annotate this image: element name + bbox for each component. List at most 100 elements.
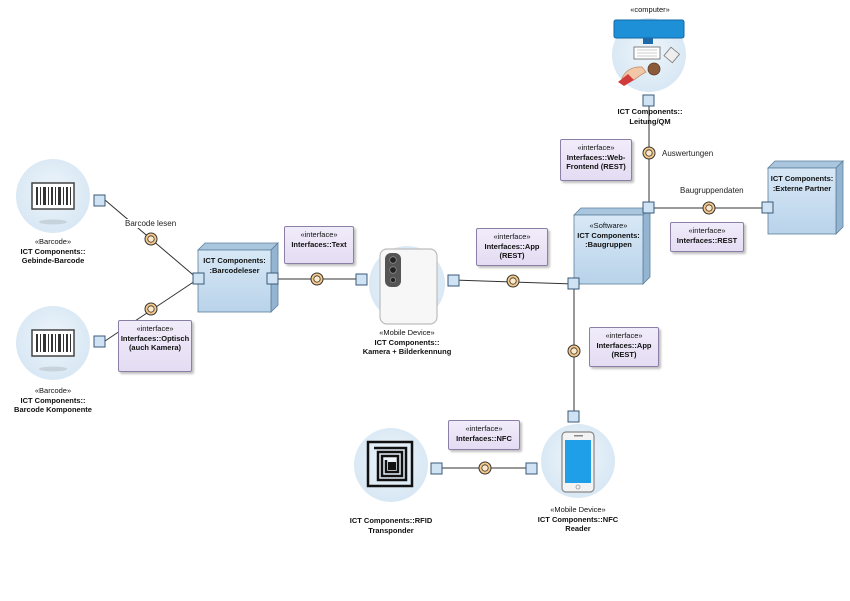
interface-name-cont: (REST) (499, 251, 525, 260)
interface-name-cont: (REST) (611, 350, 637, 359)
interface-name-cont: (auch Kamera) (128, 343, 182, 352)
node-name-cont: :Baugruppen (585, 240, 632, 249)
edge-label-auswertungen: Auswertungen (661, 149, 715, 158)
interface-stereotype: «interface» (605, 331, 643, 340)
node-externe-partner[interactable] (767, 160, 844, 235)
component-stereotype: «Barcode» (34, 386, 72, 395)
port-baugruppen-top (642, 201, 655, 214)
computer-icon (613, 19, 685, 86)
component-stereotype: «Mobile Device» (379, 328, 435, 337)
interface-stereotype: «interface» (136, 324, 174, 333)
port-mobile-left (355, 273, 368, 286)
port-nfc-left (525, 462, 538, 475)
interface-name: Interfaces::App (484, 241, 540, 251)
component-stereotype: «Barcode» (34, 237, 72, 246)
barcode-komponente-label: «Barcode» ICT Components:: Barcode Kompo… (3, 386, 103, 415)
component-mobile-camera[interactable] (369, 246, 445, 325)
component-barcode-komponente[interactable] (16, 306, 90, 380)
interface-name: Interfaces::Web- (566, 152, 626, 162)
edge-label-barcode-lesen: Barcode lesen (124, 219, 178, 228)
node-name: ICT Components: (770, 174, 834, 183)
component-leitung-qm[interactable] (612, 18, 686, 92)
lollipop-baugruppendaten (702, 201, 716, 215)
interface-lollipops (144, 146, 716, 475)
port-komponente (93, 335, 106, 348)
interface-stereotype: «interface» (493, 232, 531, 241)
node-name-cont: :Externe Partner (772, 183, 832, 193)
interface-rest[interactable]: «interface» Interfaces::REST (670, 222, 744, 252)
node-name: ICT Components: (577, 230, 640, 240)
node-stereotype: «Software» (589, 221, 628, 230)
interface-name: Interfaces::Text (291, 239, 347, 249)
barcode-icon (31, 182, 75, 210)
interface-name: Interfaces::NFC (456, 433, 512, 443)
mobile-camera-label: «Mobile Device» ICT Components:: Kamera … (352, 328, 462, 357)
interface-stereotype: «interface» (577, 143, 615, 152)
component-gebinde-barcode[interactable] (16, 159, 90, 233)
port-extern (761, 201, 774, 214)
node-name: ICT Components: (203, 256, 266, 265)
leitung-qm-stereotype: «computer» (600, 5, 700, 15)
port-rfid (430, 462, 443, 475)
component-stereotype: «Mobile Device» (550, 505, 606, 514)
interface-name-cont: Frontend (REST) (566, 162, 626, 171)
interface-nfc[interactable]: «interface» Interfaces::NFC (448, 420, 520, 450)
component-name-cont: Leitung/QM (629, 116, 671, 126)
interface-app-1[interactable]: «interface» Interfaces::App (REST) (476, 228, 548, 266)
interface-app-2[interactable]: «interface» Interfaces::App (REST) (589, 327, 659, 367)
port-mobile-right (447, 274, 460, 287)
barcode-icon (31, 329, 75, 357)
smartphone-icon (561, 431, 595, 493)
component-name-cont: Kamera + Bilderkennung (362, 347, 452, 356)
lollipop-app2 (567, 344, 581, 358)
externe-partner-label: ICT Components: :Externe Partner (768, 174, 836, 193)
port-nfc-top (567, 410, 580, 423)
lollipop-optisch (144, 302, 158, 316)
interface-name: Interfaces::REST (676, 235, 738, 245)
component-name-cont: Gebinde-Barcode (21, 256, 85, 265)
edge-label-baugruppendaten: Baugruppendaten (679, 186, 745, 195)
lollipop-barcode-lesen (144, 232, 158, 246)
component-name-cont: Barcode Komponente (14, 405, 92, 414)
component-nfc-reader[interactable] (541, 424, 615, 498)
component-name-cont: Transponder (368, 525, 414, 535)
smartphone-icon (379, 248, 438, 325)
port-gebinde (93, 194, 106, 207)
rfid-tag-icon (366, 440, 414, 488)
node-barcodeleser[interactable] (197, 242, 279, 313)
component-name: ICT Components:: (20, 246, 86, 256)
port-baugruppen-left (567, 277, 580, 290)
node-name-cont: :Barcodeleser (209, 265, 260, 275)
nfc-reader-label: «Mobile Device» ICT Components::NFC Read… (523, 505, 633, 534)
interface-name: Interfaces::App (596, 340, 652, 350)
component-stereotype: «computer» (630, 5, 670, 14)
lollipop-text (310, 272, 324, 286)
lollipop-app1 (506, 274, 520, 288)
lollipop-nfc (478, 461, 492, 475)
leitung-qm-label: ICT Components:: Leitung/QM (600, 107, 700, 126)
port-leitung (642, 94, 655, 107)
port-barcodeleser-left (192, 272, 205, 285)
interface-text[interactable]: «interface» Interfaces::Text (284, 226, 354, 264)
interface-stereotype: «interface» (465, 424, 503, 433)
baugruppen-label: «Software» ICT Components: :Baugruppen (574, 221, 643, 250)
lollipop-auswertungen (642, 146, 656, 160)
component-name-cont: Reader (565, 524, 591, 533)
component-name: ICT Components::NFC (537, 514, 619, 524)
interface-optisch[interactable]: «interface» Interfaces::Optisch (auch Ka… (118, 320, 192, 372)
rfid-label: ICT Components::RFID Transponder (336, 516, 446, 535)
component-name: ICT Components:: (20, 395, 86, 405)
gebinde-barcode-label: «Barcode» ICT Components:: Gebinde-Barco… (3, 237, 103, 266)
component-rfid[interactable] (354, 428, 428, 502)
port-barcodeleser-right (266, 272, 279, 285)
interface-stereotype: «interface» (300, 230, 338, 239)
component-name: ICT Components:: (374, 337, 440, 347)
ports (93, 94, 774, 475)
barcodeleser-label: ICT Components: :Barcodeleser (198, 256, 271, 275)
interface-name: Interfaces::Optisch (120, 333, 190, 343)
component-name: ICT Components::RFID (349, 516, 433, 525)
interface-stereotype: «interface» (688, 226, 726, 235)
interface-web-frontend[interactable]: «interface» Interfaces::Web- Frontend (R… (560, 139, 632, 181)
component-name: ICT Components:: (617, 107, 683, 116)
